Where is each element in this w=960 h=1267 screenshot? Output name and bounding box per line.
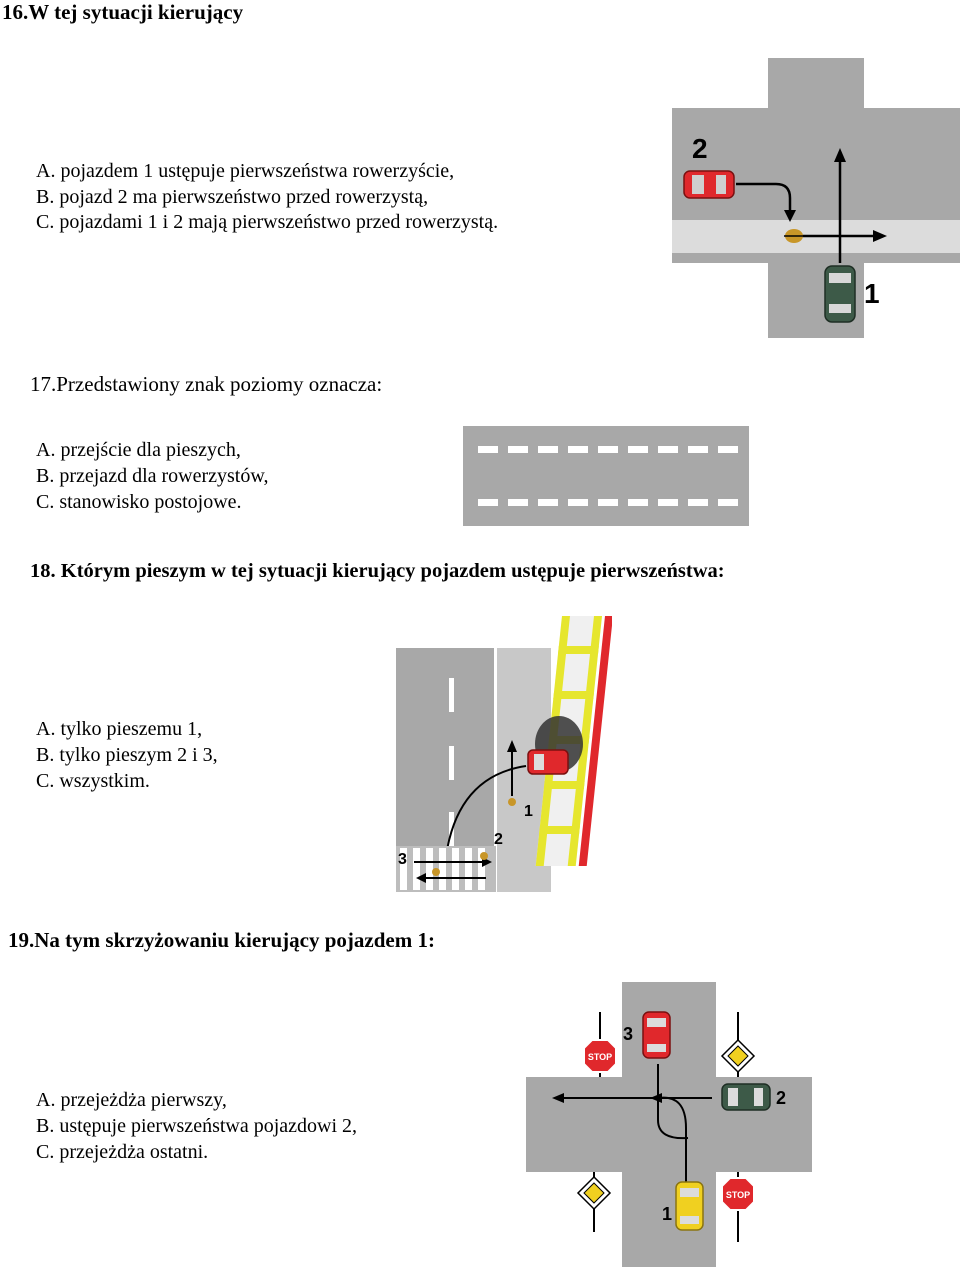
q19-answer-b[interactable]: B. ustępuje pierwszeństwa pojazdowi 2, bbox=[36, 1115, 358, 1137]
svg-text:STOP: STOP bbox=[588, 1052, 612, 1062]
q17-road-marking-figure bbox=[463, 426, 749, 526]
question-19-title: 19.Na tym skrzyżowaniu kierujący pojazde… bbox=[8, 928, 435, 952]
vehicle-3-turn-arrow bbox=[657, 1064, 689, 1140]
question-18-title: 18. Którym pieszym w tej sytuacji kieruj… bbox=[30, 560, 725, 582]
q17-answer-b[interactable]: B. przejazd dla rowerzystów, bbox=[36, 465, 269, 487]
cyclist-icon bbox=[784, 229, 804, 243]
vehicle-2-label: 2 bbox=[692, 133, 708, 164]
q19-answer-c[interactable]: C. przejeżdża ostatni. bbox=[36, 1141, 209, 1163]
q18-tram-figure: 1 2 3 bbox=[396, 616, 612, 892]
vehicle-1-turn-arrow bbox=[657, 1096, 687, 1182]
vehicle-1-label: 1 bbox=[662, 1204, 672, 1224]
dashed-line-bottom bbox=[478, 499, 738, 506]
q19-answer-a[interactable]: A. przejeżdża pierwszy, bbox=[36, 1089, 227, 1111]
stop-sign-icon: STOP bbox=[721, 1172, 755, 1242]
q19-intersection-figure: STOP STOP 3 2 1 bbox=[526, 982, 812, 1267]
pedestrian-icons bbox=[432, 798, 516, 876]
priority-road-sign-icon bbox=[576, 1172, 612, 1232]
red-car bbox=[683, 170, 735, 199]
pedestrian-crossing bbox=[396, 846, 496, 892]
q16-answer-b[interactable]: B. pojazd 2 ma pierwszeństwo przed rower… bbox=[36, 186, 429, 208]
q18-answer-b[interactable]: B. tylko pieszym 2 i 3, bbox=[36, 744, 218, 766]
vehicle-2-turn-arrow bbox=[736, 182, 792, 214]
vehicle-1-label: 1 bbox=[864, 278, 880, 309]
yellow-car bbox=[675, 1181, 704, 1231]
red-car bbox=[642, 1011, 671, 1059]
priority-road-sign-icon bbox=[720, 1012, 756, 1077]
pedestrian-3-label: 3 bbox=[398, 851, 407, 868]
svg-text:STOP: STOP bbox=[726, 1190, 750, 1200]
q16-intersection-figure: 2 1 bbox=[672, 58, 960, 338]
red-car bbox=[527, 749, 569, 775]
q18-answer-a[interactable]: A. tylko pieszemu 1, bbox=[36, 718, 203, 740]
q16-answer-c[interactable]: C. pojazdami 1 i 2 mają pierwszeństwo pr… bbox=[36, 211, 499, 233]
stop-sign-icon: STOP bbox=[583, 1012, 617, 1077]
dashed-line-top bbox=[478, 446, 738, 453]
q18-answer-c[interactable]: C. wszystkim. bbox=[36, 770, 150, 792]
q17-answer-c[interactable]: C. stanowisko postojowe. bbox=[36, 491, 242, 513]
q17-answer-a[interactable]: A. przejście dla pieszych, bbox=[36, 439, 241, 461]
green-car bbox=[824, 265, 856, 323]
question-16-title: 16.W tej sytuacji kierujący bbox=[2, 0, 244, 24]
lane-dashes bbox=[449, 678, 454, 846]
q16-answer-a[interactable]: A. pojazdem 1 ustępuje pierwszeństwa row… bbox=[36, 160, 455, 182]
green-car bbox=[721, 1083, 771, 1111]
vehicle-3-label: 3 bbox=[623, 1024, 633, 1044]
vehicle-2-label: 2 bbox=[776, 1088, 786, 1108]
question-17-title: 17.Przedstawiony znak poziomy oznacza: bbox=[30, 372, 383, 396]
pedestrian-2-label: 2 bbox=[494, 831, 503, 848]
pedestrian-1-label: 1 bbox=[524, 803, 533, 820]
